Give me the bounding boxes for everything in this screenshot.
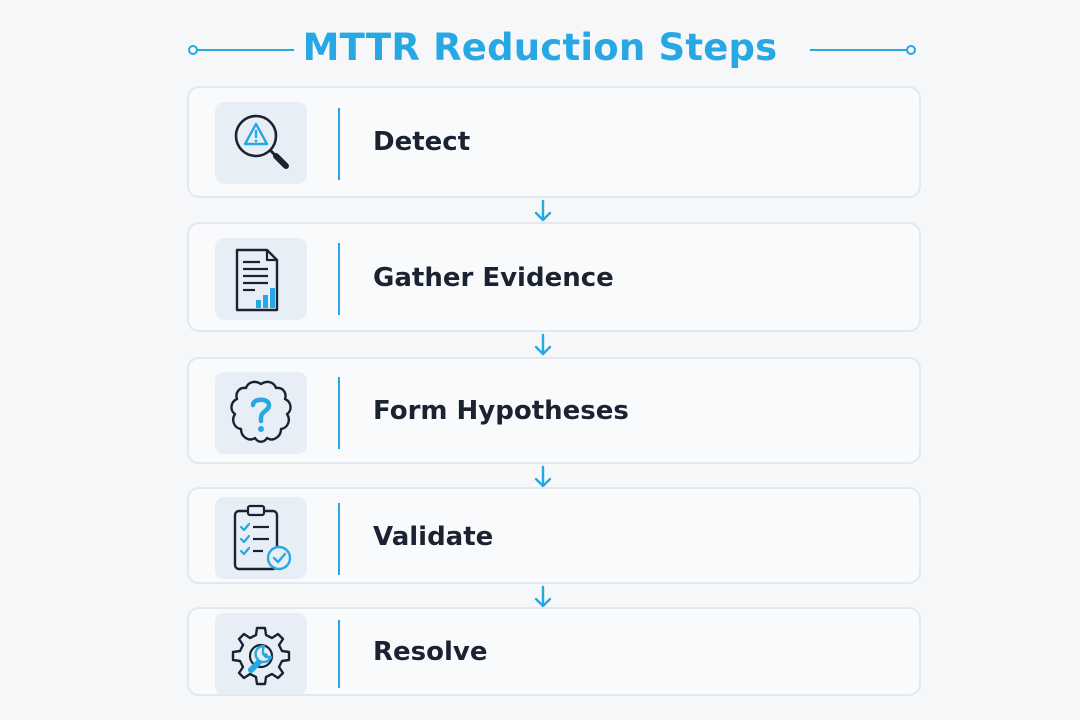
step-icon-box-detect [215, 102, 307, 184]
step-label-form-hypotheses: Form Hypotheses [373, 396, 629, 426]
step-icon-box-resolve [215, 613, 307, 695]
step-icon-box-form-hypotheses [215, 372, 307, 454]
title-decoration-line-left [196, 49, 294, 51]
step-label-gather-evidence: Gather Evidence [373, 263, 614, 293]
arrow-down-icon [534, 333, 552, 356]
title-row: MTTR Reduction Steps [0, 22, 1080, 78]
brain-question-icon [230, 380, 292, 443]
step-card-resolve: Resolve [187, 607, 921, 696]
step-label-validate: Validate [373, 522, 494, 552]
document-chart-icon [235, 248, 279, 312]
step-divider [338, 620, 340, 688]
clipboard-check-icon [233, 504, 292, 571]
arrow-down-icon [534, 199, 552, 222]
step-icon-box-validate [215, 497, 307, 579]
step-card-validate: Validate [187, 487, 921, 584]
magnifier-warning-icon [234, 114, 289, 169]
step-card-gather-evidence: Gather Evidence [187, 222, 921, 332]
step-label-detect: Detect [373, 127, 471, 157]
step-label-resolve: Resolve [373, 637, 488, 667]
step-icon-box-gather-evidence [215, 238, 307, 320]
step-divider [338, 243, 340, 315]
gear-wrench-icon [231, 626, 291, 686]
step-divider [338, 503, 340, 575]
step-divider [338, 108, 340, 180]
title-decoration-line-right [810, 49, 910, 51]
page-title: MTTR Reduction Steps [302, 26, 778, 69]
arrow-down-icon [534, 585, 552, 608]
step-divider [338, 377, 340, 449]
step-card-form-hypotheses: Form Hypotheses [187, 357, 921, 464]
step-card-detect: Detect [187, 86, 921, 198]
title-decoration-dot-right [906, 45, 916, 55]
arrow-down-icon [534, 465, 552, 488]
